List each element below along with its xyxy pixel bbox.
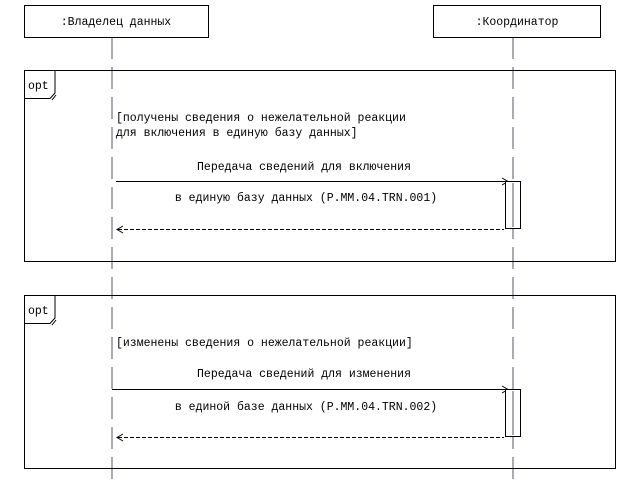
message-label-2: в единую базу данных (P.MM.04.TRN.001) — [175, 192, 437, 205]
participant-coordinator-label: :Координатор — [476, 16, 559, 29]
guard-line-1: [получены сведения о нежелательной реакц… — [116, 112, 406, 125]
participant-owner[interactable]: :Владелец данных — [24, 5, 209, 38]
fragment-operator: opt — [28, 305, 49, 318]
guard-line-1: [изменены сведения о нежелательной реакц… — [116, 337, 413, 350]
fragment-operator: opt — [28, 80, 49, 93]
fragment-tab — [24, 295, 56, 324]
participant-owner-label: :Владелец данных — [61, 16, 172, 29]
arrow-head-icon — [116, 225, 124, 234]
message-label: Передача сведений для включения — [197, 161, 411, 174]
opt-fragment-1: opt [получены сведения о нежелательной р… — [24, 70, 616, 262]
message-label: Передача сведений для изменения — [197, 368, 411, 381]
arrow-head-icon — [116, 433, 124, 442]
opt-fragment-2: opt [изменены сведения о нежелательной р… — [24, 295, 616, 469]
guard-line-2: для включения в единую базу данных] — [116, 127, 358, 140]
participant-coordinator[interactable]: :Координатор — [433, 5, 601, 38]
message-label-2: в единой базе данных (P.MM.04.TRN.002) — [175, 401, 437, 414]
fragment-tab — [24, 70, 56, 99]
